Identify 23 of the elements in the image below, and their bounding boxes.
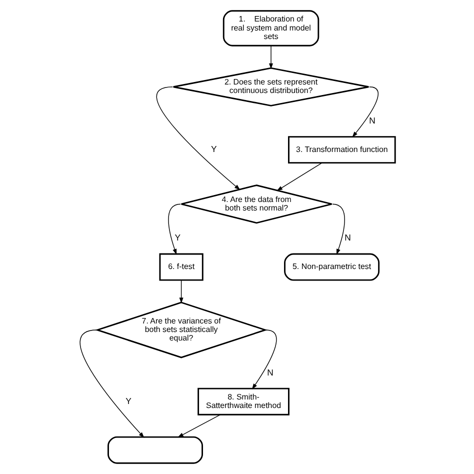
node-box: 5. Non-parametric test [284, 253, 380, 281]
node-box: 8. Smith-Satterthwaite method [197, 388, 289, 416]
edge-label: Y [174, 232, 180, 243]
arrow [178, 280, 183, 304]
node-box: 6. f-test [158, 253, 203, 281]
edge-label: Y [210, 144, 216, 154]
arrow [276, 162, 322, 191]
edge-label: N [266, 367, 273, 378]
arrow [332, 204, 344, 255]
arrow [268, 45, 273, 70]
node-box: 3. Transformation function [288, 136, 396, 164]
arrow [352, 86, 378, 138]
arrow [177, 414, 220, 438]
node-box: 1. Elaboration of real system and model sets [222, 10, 319, 46]
arrow [79, 330, 144, 438]
node-diamond: 7. Are the variances of both sets statistically equal? [94, 302, 268, 358]
arrow [168, 204, 180, 255]
edge-label: N [368, 115, 375, 126]
arrow [156, 86, 240, 190]
edge-label: N [344, 232, 350, 243]
node-diamond: 2. Does the sets represent continuous distribution? [172, 67, 369, 106]
edge-label: Y [125, 396, 131, 406]
node-box [107, 436, 202, 464]
